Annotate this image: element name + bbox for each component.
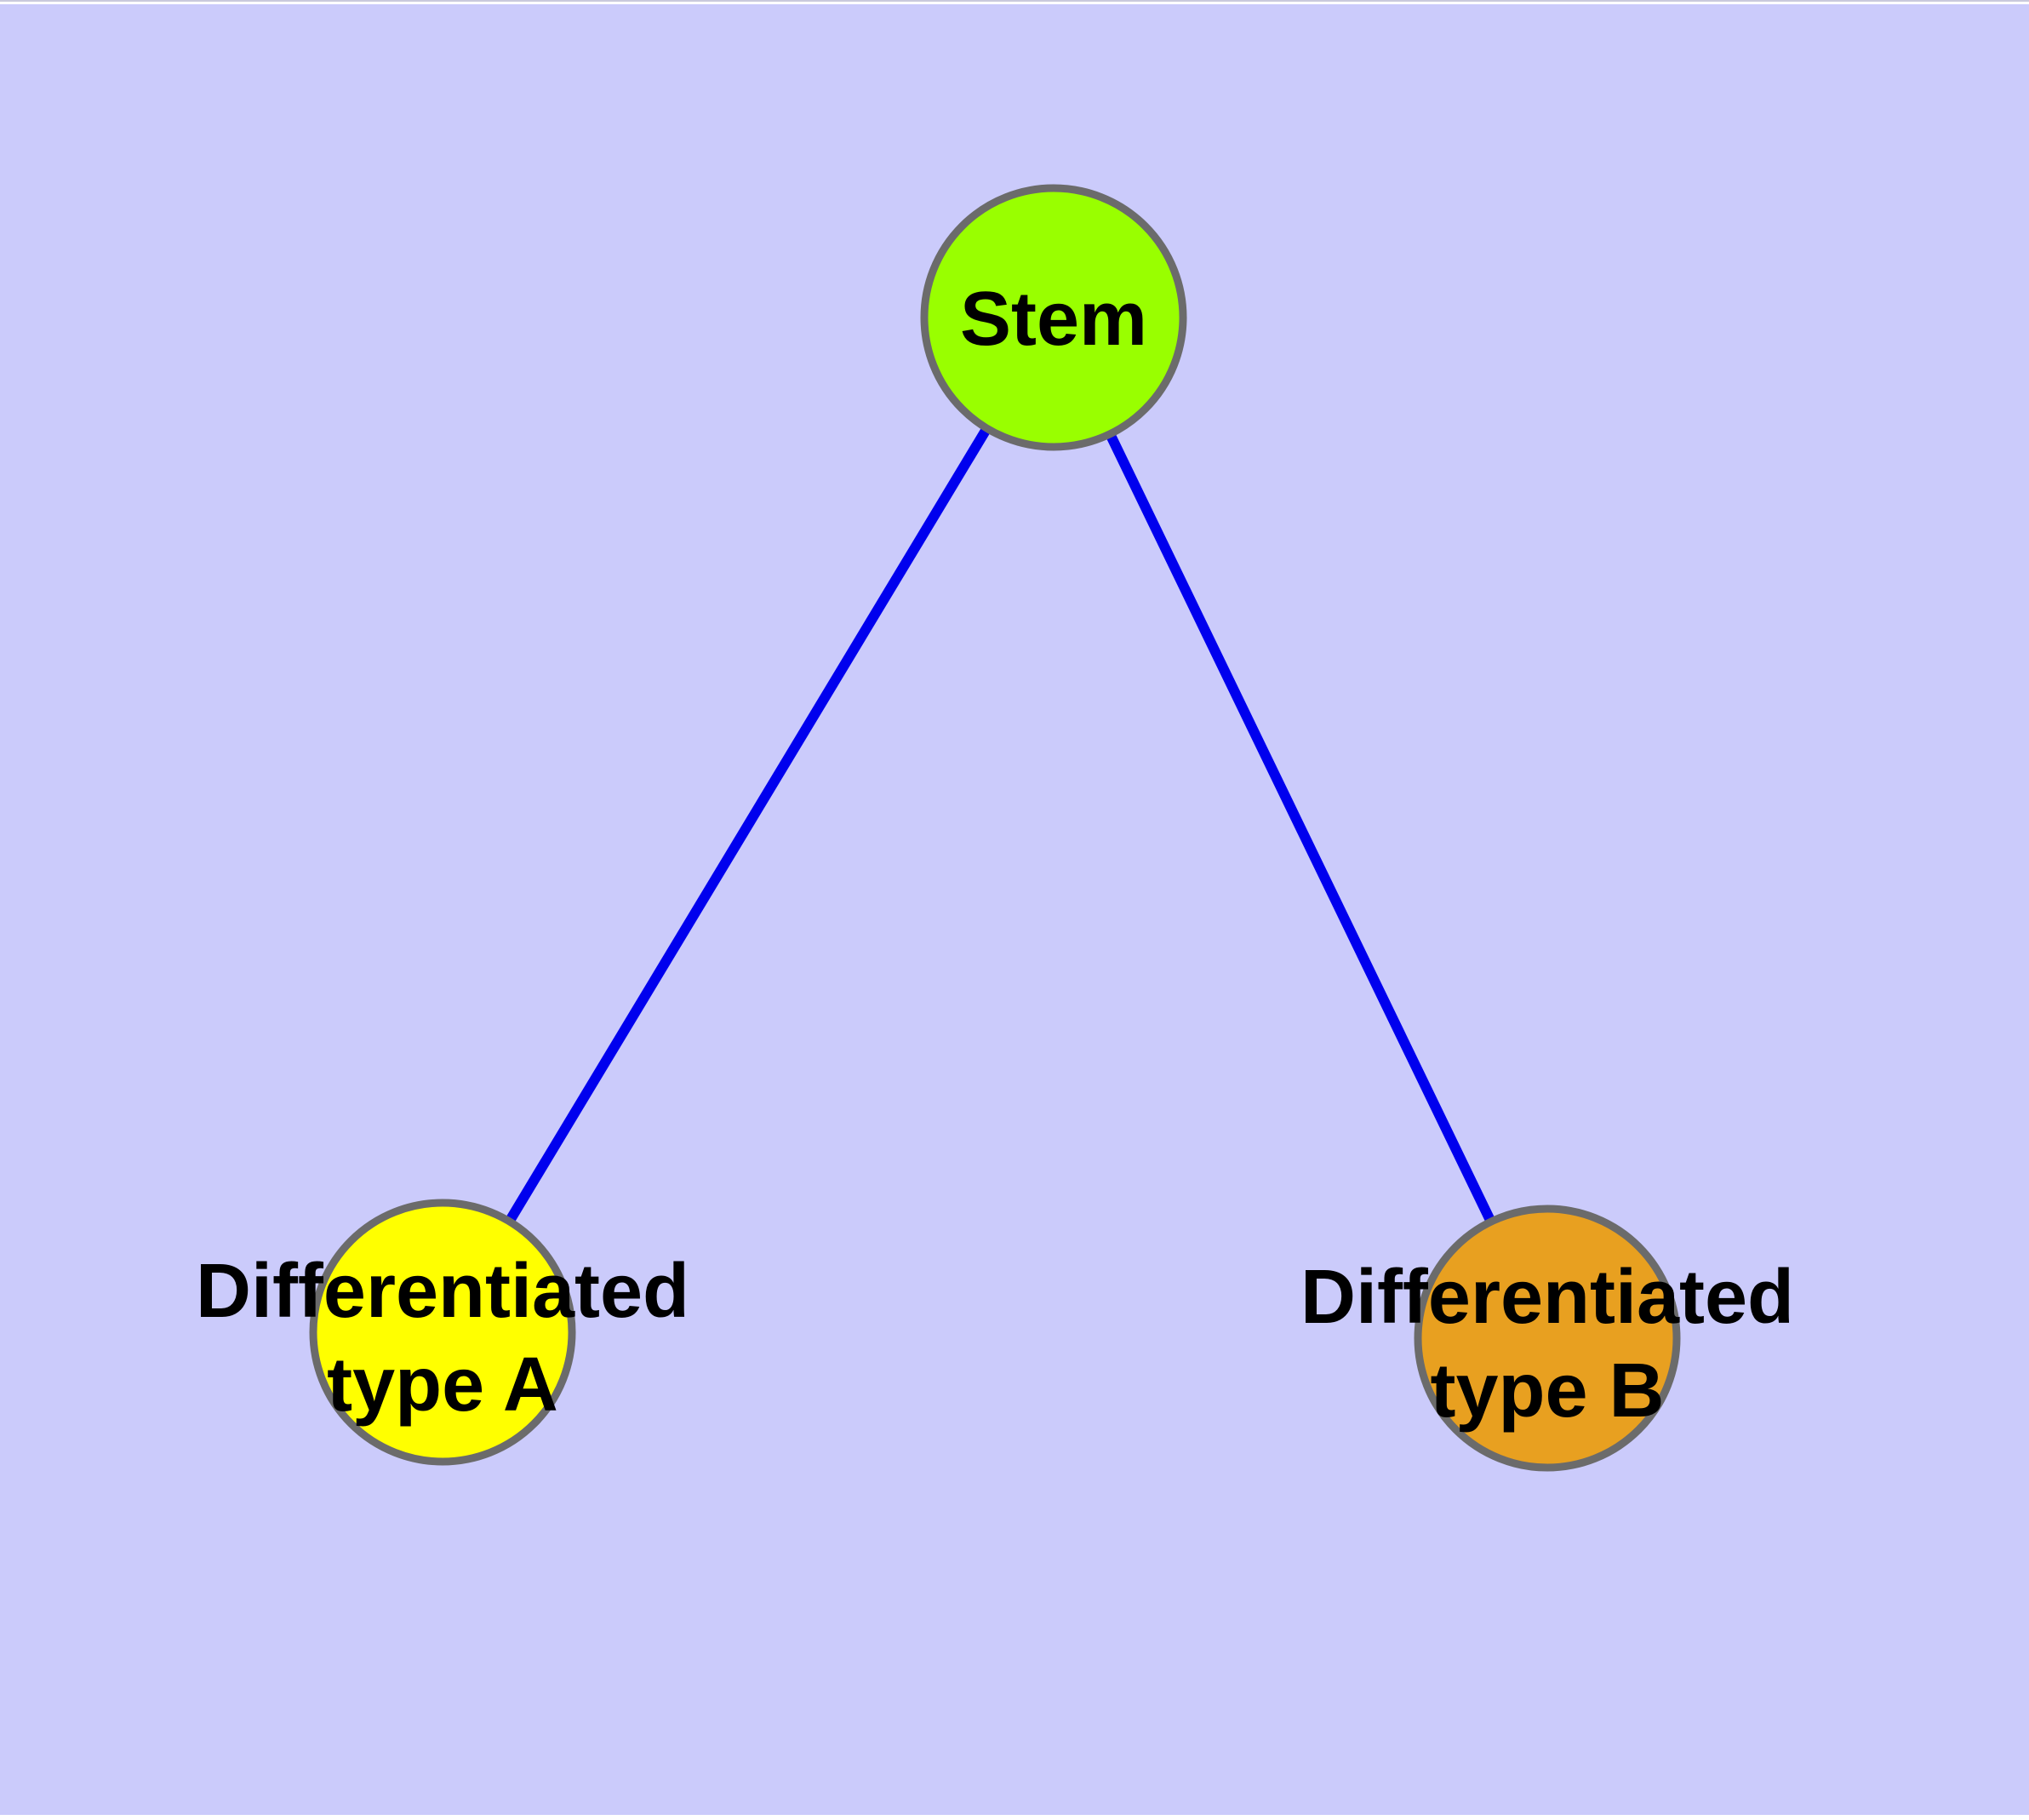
node-type-a <box>309 1199 576 1466</box>
edge-stem-to-type-b <box>1049 315 1552 1341</box>
node-type-a-label-line1: Differentiated <box>196 1249 689 1334</box>
node-type-b-label-line1: Differentiated <box>1300 1255 1794 1340</box>
node-stem-label: Stem <box>960 277 1147 362</box>
node-type-a-label-line2: type A <box>327 1342 558 1428</box>
node-stem <box>920 184 1187 451</box>
node-type-b-label-line2: type B <box>1430 1348 1664 1434</box>
edge-stem-to-type-a <box>437 314 1059 1336</box>
node-type-b <box>1414 1205 1681 1472</box>
top-edge-line <box>0 0 2029 2</box>
